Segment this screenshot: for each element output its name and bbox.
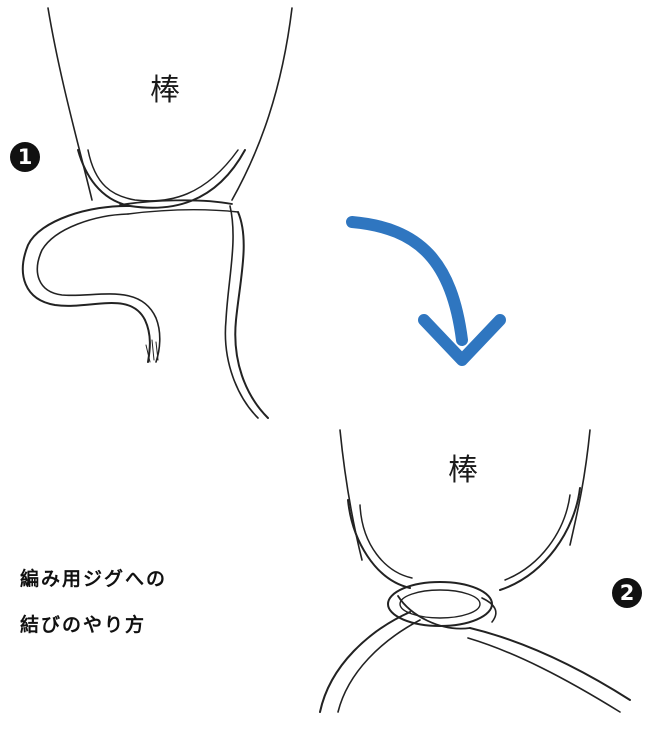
caption-line-1: 編み用ジグへの (20, 556, 167, 602)
caption-line-2: 結びのやり方 (20, 602, 167, 648)
stick-label-1: 棒 (150, 76, 180, 106)
stick-label-2: 棒 (448, 456, 478, 486)
caption: 編み用ジグへの 結びのやり方 (20, 556, 167, 648)
step-2-badge: 2 (612, 578, 642, 608)
step-1-badge: 1 (10, 142, 40, 172)
